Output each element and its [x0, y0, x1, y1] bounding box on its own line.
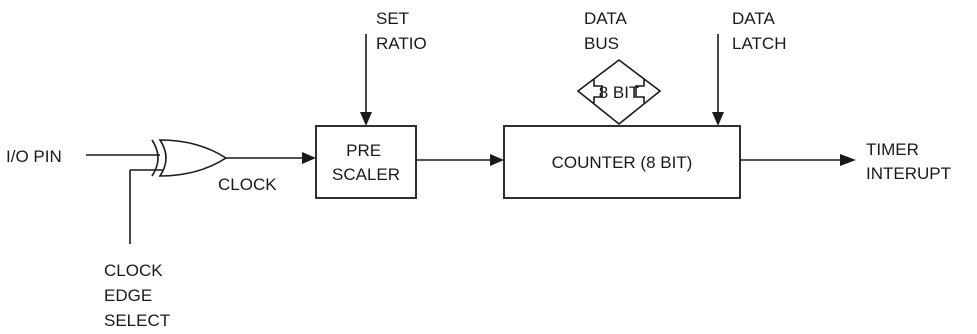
set-ratio-arrowhead	[360, 112, 372, 126]
data-latch-label: DATA LATCH	[732, 9, 786, 53]
clock-edge-select-label: CLOCK EDGE SELECT	[104, 261, 170, 329]
prescaler-block	[315, 125, 417, 199]
counter-label: COUNTER (8 BIT)	[552, 153, 693, 172]
prescaler-label: PRE SCALER	[332, 141, 400, 184]
clock-label: CLOCK	[218, 175, 277, 194]
clock-arrowhead	[302, 152, 316, 164]
counter-block	[503, 125, 741, 199]
bus-width-label: 8 BIT	[599, 83, 640, 102]
prescaler-to-counter-arrowhead	[490, 154, 504, 166]
timer-interrupt-arrowhead	[840, 154, 856, 166]
data-latch-arrowhead	[712, 112, 724, 126]
data-bus-label: DATA BUS	[584, 9, 631, 53]
timer-interrupt-label: TIMER INTERUPT	[866, 140, 951, 183]
io-pin-label: I/O PIN	[6, 147, 62, 166]
xor-gate	[151, 139, 228, 177]
set-ratio-label: SET RATIO	[376, 9, 427, 53]
data-bus-arrow	[576, 58, 662, 126]
